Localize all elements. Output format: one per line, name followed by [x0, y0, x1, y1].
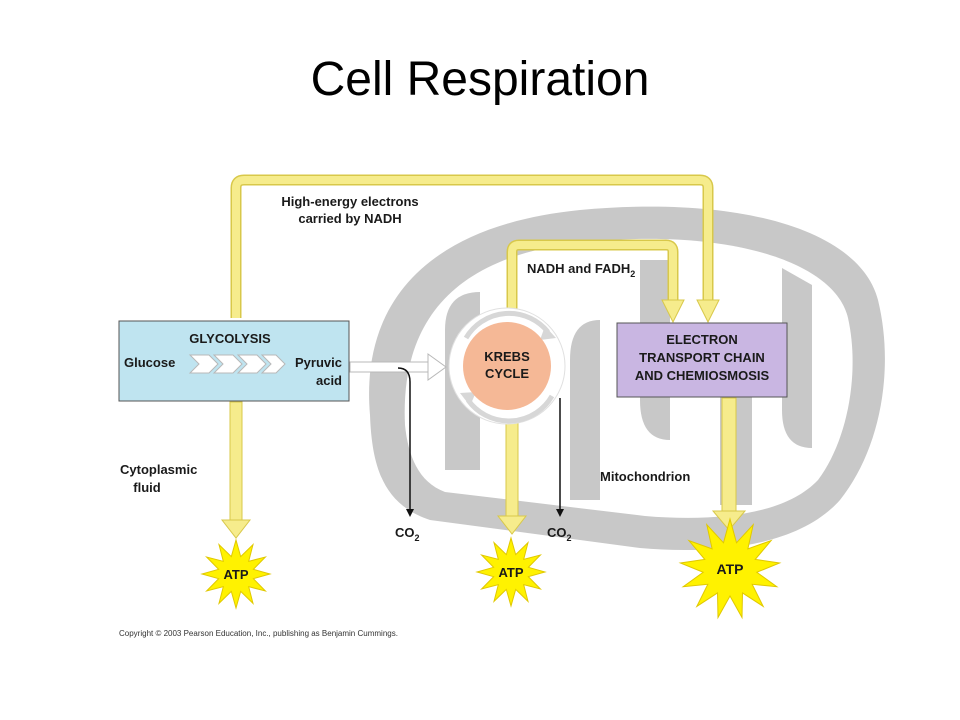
- co2-label: CO2: [395, 525, 420, 543]
- etc-label-line2: TRANSPORT CHAIN: [639, 350, 765, 365]
- pyruvic-acid-label: Pyruvic: [295, 355, 342, 370]
- krebs-label-line2: CYCLE: [485, 366, 529, 381]
- etc-label-line3: AND CHEMIOSMOSIS: [635, 368, 770, 383]
- atp-label: ATP: [223, 567, 248, 582]
- atp-star-icon: [475, 536, 547, 608]
- glycolysis-atp-arrow: [220, 401, 252, 539]
- glycolysis-steps-arrow: [188, 354, 286, 374]
- pyruvic-acid-label-line2: acid: [316, 373, 342, 388]
- krebs-cycle: KREBS CYCLE: [448, 307, 566, 425]
- atp-burst: ATP: [678, 517, 782, 620]
- atp-burst: ATP: [200, 538, 272, 610]
- etc-atp-arrow: [711, 397, 747, 531]
- atp-burst: ATP: [475, 536, 547, 608]
- copyright-notice: Copyright © 2003 Pearson Education, Inc.…: [119, 629, 398, 638]
- nadh-fadh2-label: NADH and FADH2: [527, 261, 635, 279]
- krebs-atp-arrow: [496, 417, 528, 535]
- glycolysis-title: GLYCOLYSIS: [189, 331, 271, 346]
- high-energy-electrons-label: High-energy electrons: [281, 194, 418, 209]
- high-energy-electron-arrow: [230, 174, 720, 324]
- atp-label: ATP: [717, 561, 744, 577]
- glucose-label: Glucose: [124, 355, 175, 370]
- mitochondrion-label: Mitochondrion: [600, 469, 690, 484]
- glycolysis-box: GLYCOLYSIS Glucose Pyruvic acid: [118, 320, 350, 402]
- co2-label: CO2: [547, 525, 572, 543]
- cycle-arrow-icon: [463, 310, 550, 340]
- cytoplasmic-fluid-label-line2: fluid: [133, 480, 160, 495]
- atp-label: ATP: [498, 565, 523, 580]
- atp-star-icon: [200, 538, 272, 610]
- carried-by-nadh-label: carried by NADH: [298, 211, 401, 226]
- atp-star-icon: [678, 517, 782, 620]
- etc-label-line1: ELECTRON: [666, 332, 738, 347]
- nadh-fadh2-arrow: [506, 239, 685, 324]
- co2-release-arrow: [397, 367, 414, 517]
- cytoplasmic-fluid-label: Cytoplasmic: [120, 462, 197, 477]
- krebs-label-line1: KREBS: [484, 349, 530, 364]
- slide-title: Cell Respiration: [310, 53, 650, 106]
- pyruvate-to-krebs-arrow: [349, 353, 447, 381]
- electron-transport-box: ELECTRON TRANSPORT CHAIN AND CHEMIOSMOSI…: [616, 322, 788, 398]
